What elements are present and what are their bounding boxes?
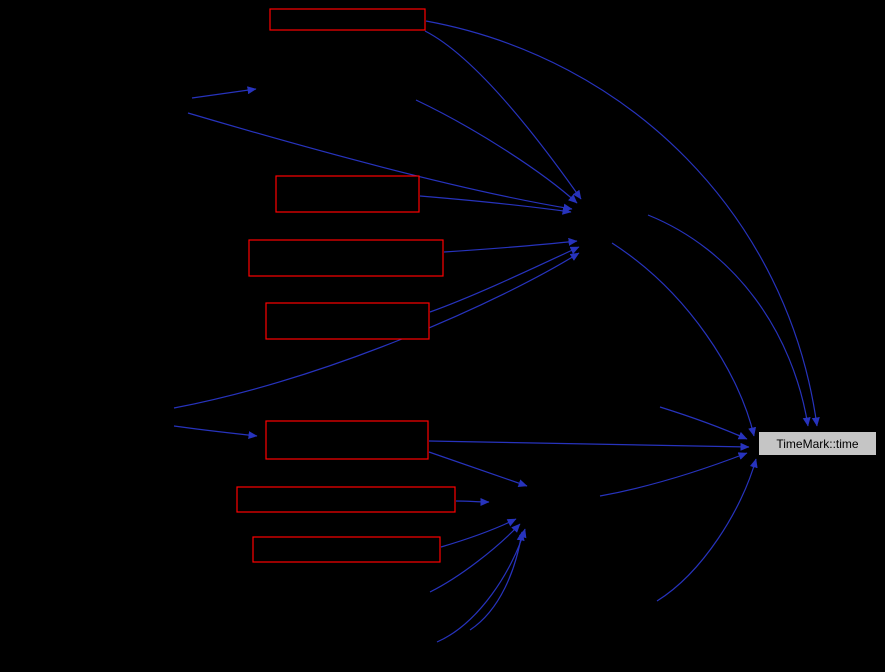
call-edge-5 xyxy=(419,195,572,215)
call-edge-17 xyxy=(429,523,521,593)
call-edge-15 xyxy=(455,497,490,506)
call-edge-20 xyxy=(599,452,748,497)
call-edge-21 xyxy=(659,406,748,440)
node-timemark-time: TimeMark::time xyxy=(758,431,877,456)
call-edge-4 xyxy=(415,99,578,204)
call-edge-22 xyxy=(656,458,758,602)
call-edge-11 xyxy=(647,214,811,427)
call-edge-1 xyxy=(191,86,257,99)
nodes-layer xyxy=(236,8,456,563)
call-edge-12 xyxy=(173,425,258,440)
call-edge-10 xyxy=(425,20,820,427)
call-edge-14 xyxy=(428,451,528,488)
call-edge-2 xyxy=(187,112,573,212)
call-edge-3 xyxy=(424,30,582,200)
call-edge-9 xyxy=(611,242,757,437)
call-edge-7 xyxy=(429,246,580,313)
caller-node-7[interactable] xyxy=(252,536,441,563)
call-edge-16 xyxy=(440,518,517,548)
caller-node-3[interactable] xyxy=(248,239,444,277)
call-edge-6 xyxy=(443,237,578,253)
call-edge-13 xyxy=(428,440,750,451)
call-edge-19 xyxy=(469,531,525,631)
edges-layer xyxy=(173,20,820,643)
caller-node-5[interactable] xyxy=(265,420,429,460)
caller-node-6[interactable] xyxy=(236,486,456,513)
caller-node-1[interactable] xyxy=(269,8,426,31)
caller-node-2[interactable] xyxy=(275,175,420,213)
call-edge-18 xyxy=(436,528,527,643)
caller-node-4[interactable] xyxy=(265,302,430,340)
